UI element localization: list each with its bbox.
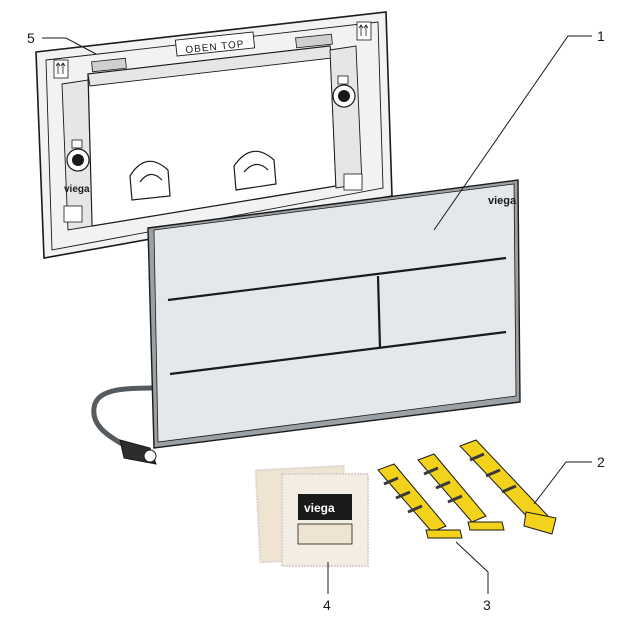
anchor-middle	[417, 453, 505, 531]
leader-2	[533, 461, 592, 505]
sachet-label	[298, 494, 352, 520]
callout-4: 4	[323, 597, 331, 613]
frame-foot-left	[63, 205, 83, 223]
leader-5	[42, 37, 97, 55]
plate-line-upper	[167, 256, 507, 302]
arrow-tab-left	[53, 59, 69, 79]
frame-slot-tr	[295, 33, 333, 49]
callout-3: 3	[483, 597, 491, 613]
sachet-label-panel	[297, 523, 353, 545]
mounting-frame: OBEN TOP	[35, 11, 393, 259]
arrow-tab-right	[356, 21, 372, 41]
frame-cam-right	[332, 75, 356, 108]
plate-brand: viega	[488, 195, 517, 207]
plate-line-lower	[169, 330, 507, 376]
leader-1	[433, 35, 592, 231]
callout-5: 5	[27, 30, 35, 46]
sachet-brand: viega	[304, 501, 335, 515]
leader-3	[455, 541, 489, 594]
plate-line-divider	[376, 275, 382, 349]
frame-socket-right	[233, 150, 277, 191]
frame-foot-right	[343, 173, 363, 191]
frame-cam-left	[66, 139, 90, 172]
callout-1: 1	[597, 28, 605, 44]
frame-socket-left	[129, 160, 171, 201]
cable	[91, 385, 157, 465]
frame-slot-tl	[91, 57, 127, 73]
frame-brand: viega	[64, 184, 90, 195]
frame-top-plate	[174, 31, 256, 57]
callout-2: 2	[597, 454, 605, 470]
anchor-right	[459, 439, 557, 535]
frame-right-upright	[329, 45, 363, 189]
flush-plate: viega	[147, 179, 521, 449]
callout-leaders	[42, 35, 592, 594]
cable-wire	[91, 385, 155, 449]
plate-face	[153, 183, 517, 443]
cleaning-sachets: viega	[254, 464, 369, 567]
anchor-left	[377, 463, 463, 539]
frame-inner-edge	[45, 21, 384, 251]
cable-plug-end	[143, 449, 157, 463]
